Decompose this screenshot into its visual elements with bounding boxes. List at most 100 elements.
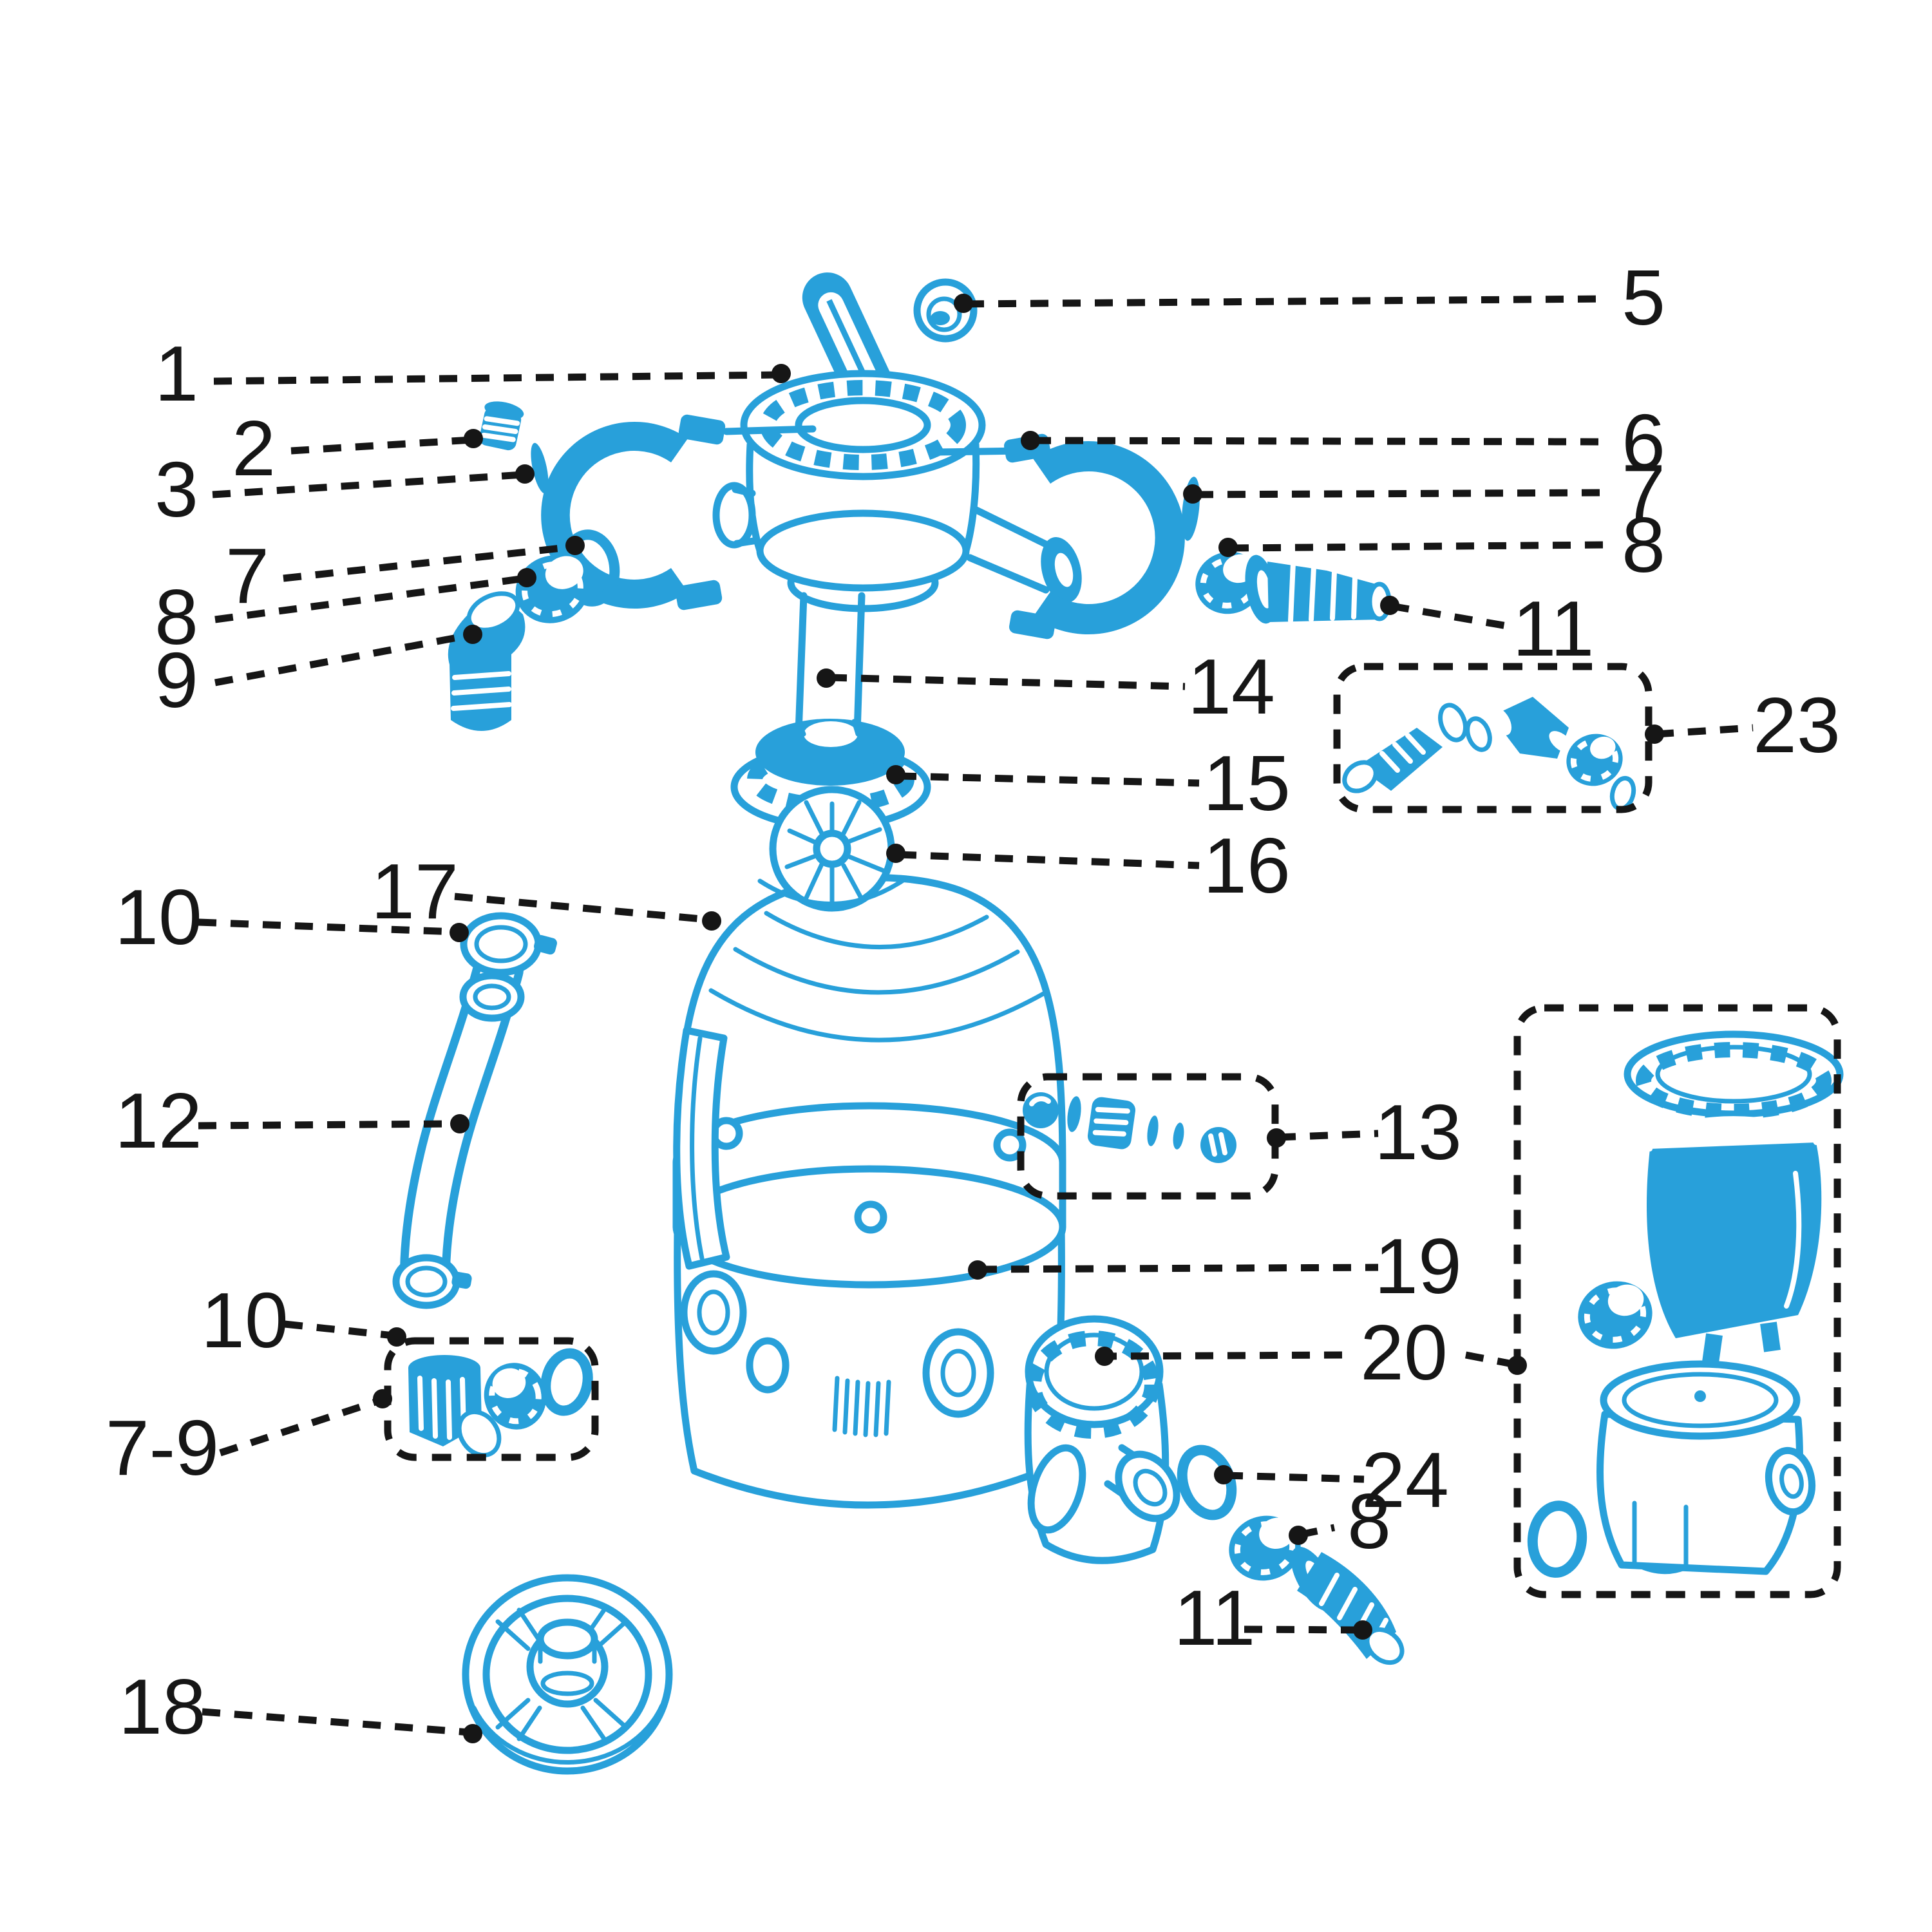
callout-label-11B: 11: [1174, 1574, 1256, 1662]
callout-2: 2: [232, 404, 483, 492]
callout-label-18: 18: [118, 1663, 206, 1750]
callout-label-17: 17: [371, 848, 459, 935]
standpipe-part-14-drawing: [795, 592, 866, 737]
callout-dot-13: [1267, 1128, 1286, 1148]
callout-dot-5: [954, 294, 973, 313]
hose-adapter-part-11-right-drawing: [1245, 554, 1392, 624]
callout-leader-16: [898, 851, 1200, 869]
callout-leader-9: [214, 631, 473, 687]
callout-leader-10T: [198, 918, 457, 936]
callout-12: 12: [115, 1077, 469, 1164]
callout-dot-20: [1508, 1356, 1527, 1375]
callout-leader-13: [1277, 1130, 1379, 1141]
callout-leader-6: [1032, 437, 1607, 446]
callout-leader-8L: [214, 574, 526, 623]
callout-leader-79: [219, 1396, 383, 1457]
callout-dot-9: [463, 625, 482, 644]
callout-dot-7L: [565, 536, 585, 555]
valve-right-port: [966, 505, 1082, 603]
prefilter-basket: [1646, 1116, 1822, 1364]
callout-label-11R: 11: [1513, 585, 1595, 672]
callout-dot-2: [464, 429, 483, 448]
prefilter-ring: [1578, 1281, 1653, 1349]
multiport-valve-drawing: [712, 272, 1082, 612]
callout-leader-15: [898, 772, 1200, 787]
callout-dot-8B: [1289, 1526, 1308, 1545]
callout-11B: 11: [1174, 1574, 1372, 1662]
callout-label-10B: 10: [201, 1276, 289, 1364]
group-box-23: [1333, 663, 1653, 813]
washer-part-3-drawing: [531, 442, 549, 494]
callout-dot-17: [702, 911, 721, 931]
parts-artwork: [392, 272, 1844, 1775]
callout-leader-24: [1224, 1472, 1365, 1483]
adapter-kit-23-drawing: [1342, 697, 1636, 811]
callout-15: 15: [886, 739, 1291, 827]
callout-dot-16: [886, 844, 905, 863]
callout-19: 19: [968, 1222, 1462, 1310]
callout-18: 18: [118, 1663, 482, 1750]
callout-label-5: 5: [1622, 254, 1665, 341]
callout-label-9: 9: [155, 636, 198, 724]
callout-leader-7L: [283, 543, 574, 582]
callout-leader-20: [1464, 1351, 1517, 1368]
callout-label-3: 3: [155, 446, 198, 533]
callout-20: 20: [1095, 1309, 1527, 1396]
callout-dot-24: [1214, 1465, 1233, 1484]
callout-dot-15: [886, 765, 905, 784]
callout-leader-11B: [1244, 1625, 1362, 1634]
callout-dot-12: [450, 1114, 469, 1133]
callout-leader-8R: [1230, 541, 1605, 552]
callout-leader-2: [290, 436, 473, 455]
callout-23: 23: [1645, 681, 1841, 769]
callout-14: 14: [817, 643, 1275, 730]
callout-5: 5: [954, 254, 1665, 341]
callout-dot-8R: [1218, 538, 1238, 557]
callout-dot-14: [817, 668, 836, 688]
base-part-18-drawing: [462, 1574, 673, 1775]
diffuser-part-16-drawing: [757, 786, 907, 912]
callout-label-7L: 7: [225, 532, 269, 620]
callout-label-16: 16: [1203, 822, 1291, 909]
callout-label-24: 24: [1361, 1436, 1449, 1524]
callout-dot-6: [1021, 431, 1040, 450]
callout-label-20: 20: [1360, 1309, 1448, 1396]
callout-leader-1: [213, 371, 781, 385]
callout-dot-3: [515, 464, 535, 484]
pump-strainer-housing-20-drawing: [1024, 1315, 1180, 1564]
callout-1: 1: [155, 330, 791, 417]
callout-leader-14: [828, 674, 1186, 690]
callout-label-23: 23: [1753, 681, 1841, 769]
hose-clamp-10-bottom-drawing: [392, 1254, 472, 1309]
callout-dot-19: [968, 1260, 987, 1280]
callout-17: 17: [371, 848, 721, 935]
callout-label-15: 15: [1203, 739, 1291, 827]
callout-leader-7R: [1195, 489, 1607, 498]
callout-8L: 8: [155, 568, 536, 661]
callout-dot-7R: [1183, 484, 1202, 504]
callout-24: 24: [1214, 1436, 1449, 1524]
callout-79: 7-9: [106, 1389, 392, 1492]
prefilter-kit-drawing: [1527, 1030, 1844, 1578]
callout-label-8B: 8: [1347, 1477, 1391, 1565]
callout-label-19: 19: [1374, 1222, 1462, 1310]
callout-label-7R: 7: [1622, 448, 1665, 536]
callout-label-1: 1: [155, 330, 198, 417]
callout-label-13: 13: [1374, 1088, 1462, 1176]
hose-part-12-drawing: [400, 944, 524, 1295]
callout-label-2: 2: [232, 404, 276, 492]
callout-dot-10B: [387, 1327, 406, 1347]
callout-13: 13: [1267, 1088, 1462, 1176]
callout-8R: 8: [1218, 501, 1665, 589]
callout-leader-20: [1106, 1351, 1343, 1360]
callout-dot-23: [1645, 724, 1664, 744]
callout-7L: 7: [225, 532, 585, 620]
drain-valve-kit-13-drawing: [1023, 1092, 1236, 1163]
filter-tank-body-drawing: [672, 874, 1066, 1509]
callout-dot-20: [1095, 1347, 1114, 1366]
callout-6: 6: [1021, 398, 1665, 486]
callout-leader-19: [978, 1264, 1379, 1273]
fitting-kit-7-9-drawing: [408, 1348, 593, 1458]
